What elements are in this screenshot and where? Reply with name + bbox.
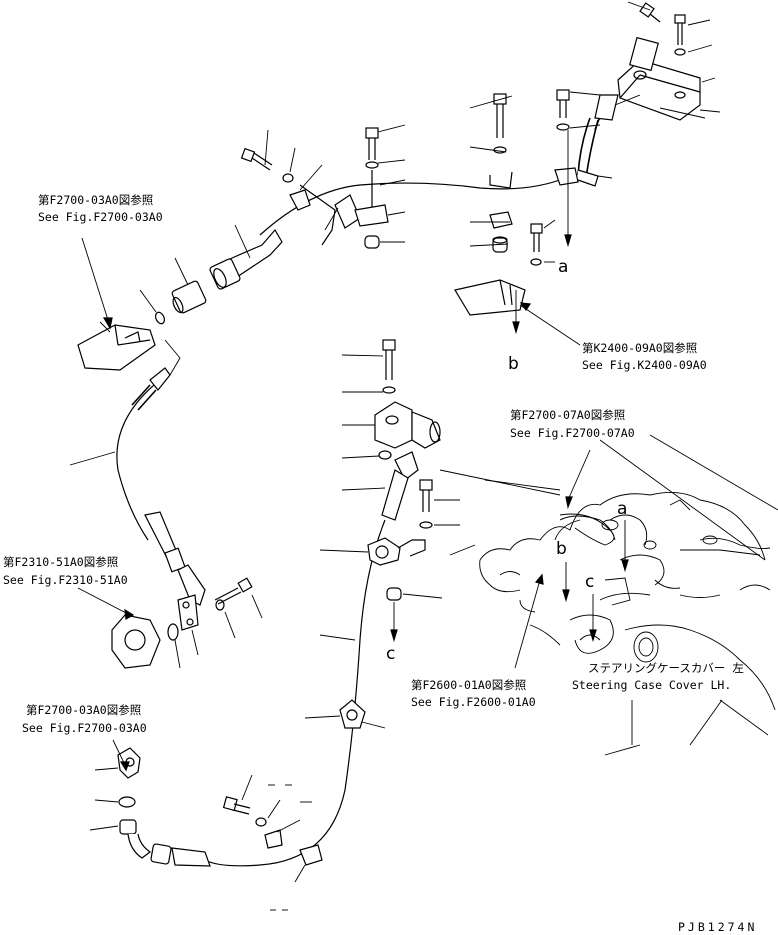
clamp-and-nut-mid: [489, 211, 513, 253]
ref-f2310-51a0-en: See Fig.F2310-51A0: [3, 573, 128, 587]
ref-f2600-01a0-en: See Fig.F2600-01A0: [411, 695, 536, 709]
clamp-bottom-center: [264, 829, 283, 849]
valve-body-left-ref: [77, 324, 156, 371]
machine-overview: [479, 434, 778, 756]
steering-case-cover-en: Steering Case Cover LH.: [572, 678, 732, 692]
bolt-left-mid: [214, 577, 253, 605]
adapter-left: [171, 280, 207, 314]
elbow-left-mid: [177, 564, 206, 606]
marker-c-overview: c: [585, 572, 595, 592]
drawing-code: PJB1274N: [678, 920, 758, 934]
bolt-top-right-1: [639, 2, 661, 23]
marker-a-overview: a: [617, 499, 628, 519]
clamp-hose-mid: [339, 699, 366, 729]
washer-small-left: [282, 173, 294, 183]
clamp-bracket-left: [289, 184, 389, 246]
hose-end-bottom-left: [150, 843, 211, 867]
ref-k2400-09a0-jp: 第K2400-09A0図参照: [582, 341, 698, 355]
ref-f2700-03a0-top-jp: 第F2700-03A0図参照: [38, 193, 154, 207]
flange-left-mid: [177, 594, 199, 631]
nut-center: [386, 587, 402, 601]
ref-f2700-03a0-bottom-en: See Fig.F2700-03A0: [22, 721, 147, 735]
marker-b-upper: b: [508, 354, 519, 374]
ref-f2700-03a0-top-en: See Fig.F2700-03A0: [38, 210, 163, 224]
hose-fitting-left-mid: [144, 511, 186, 573]
washer-left-mid: [215, 599, 225, 611]
clamp-bottom-lower: [299, 844, 323, 866]
bolt-top-right-2: [674, 14, 686, 56]
ref-f2310-51a0-jp: 第F2310-51A0図参照: [3, 555, 119, 569]
bolt-upper-center: [489, 93, 513, 189]
clamp-center: [367, 537, 426, 566]
hose-route-left: [116, 379, 161, 541]
marker-c-center: c: [386, 644, 396, 664]
steering-case-cover-jp: ステアリングケースカバー 左: [588, 661, 744, 675]
bolt-center: [382, 339, 396, 394]
bolt-k2400: [530, 223, 543, 266]
hose-fitting-left-upper: [209, 228, 283, 290]
bolt-upper-right: [554, 89, 599, 187]
bolt-small-left: [240, 147, 273, 171]
ref-f2600-01a0-jp: 第F2600-01A0図参照: [411, 678, 527, 692]
hose-route-main: [204, 519, 386, 867]
bolt-bottom-center: [222, 796, 251, 815]
marker-b-overview: b: [556, 539, 567, 559]
bolt-center-right: [419, 479, 433, 529]
nut-left-bracket: [364, 235, 380, 249]
ref-f2700-07a0-jp: 第F2700-07A0図参照: [510, 408, 626, 422]
o-ring-bottom-left: [118, 796, 136, 808]
o-ring-left: [154, 311, 166, 325]
hose-fitting-center: [381, 451, 419, 521]
marker-a-upper: a: [558, 257, 569, 277]
o-ring-center: [378, 450, 392, 460]
overview-hose: [559, 513, 615, 546]
washer-bottom-center: [255, 817, 267, 827]
elbow-bottom-left: [119, 819, 152, 859]
bracket-k2400: [454, 279, 526, 316]
hose-fitting-left-lower: [131, 367, 171, 411]
tee-fitting-center: [374, 401, 441, 449]
ref-k2400-09a0-en: See Fig.K2400-09A0: [582, 358, 707, 372]
ref-f2700-03a0-bottom-jp: 第F2700-03A0図参照: [26, 703, 142, 717]
ref-f2700-07a0-en: See Fig.F2700-07A0: [510, 426, 635, 440]
steering-case-port-left: [111, 614, 179, 669]
valve-block-top-right: [577, 36, 701, 179]
